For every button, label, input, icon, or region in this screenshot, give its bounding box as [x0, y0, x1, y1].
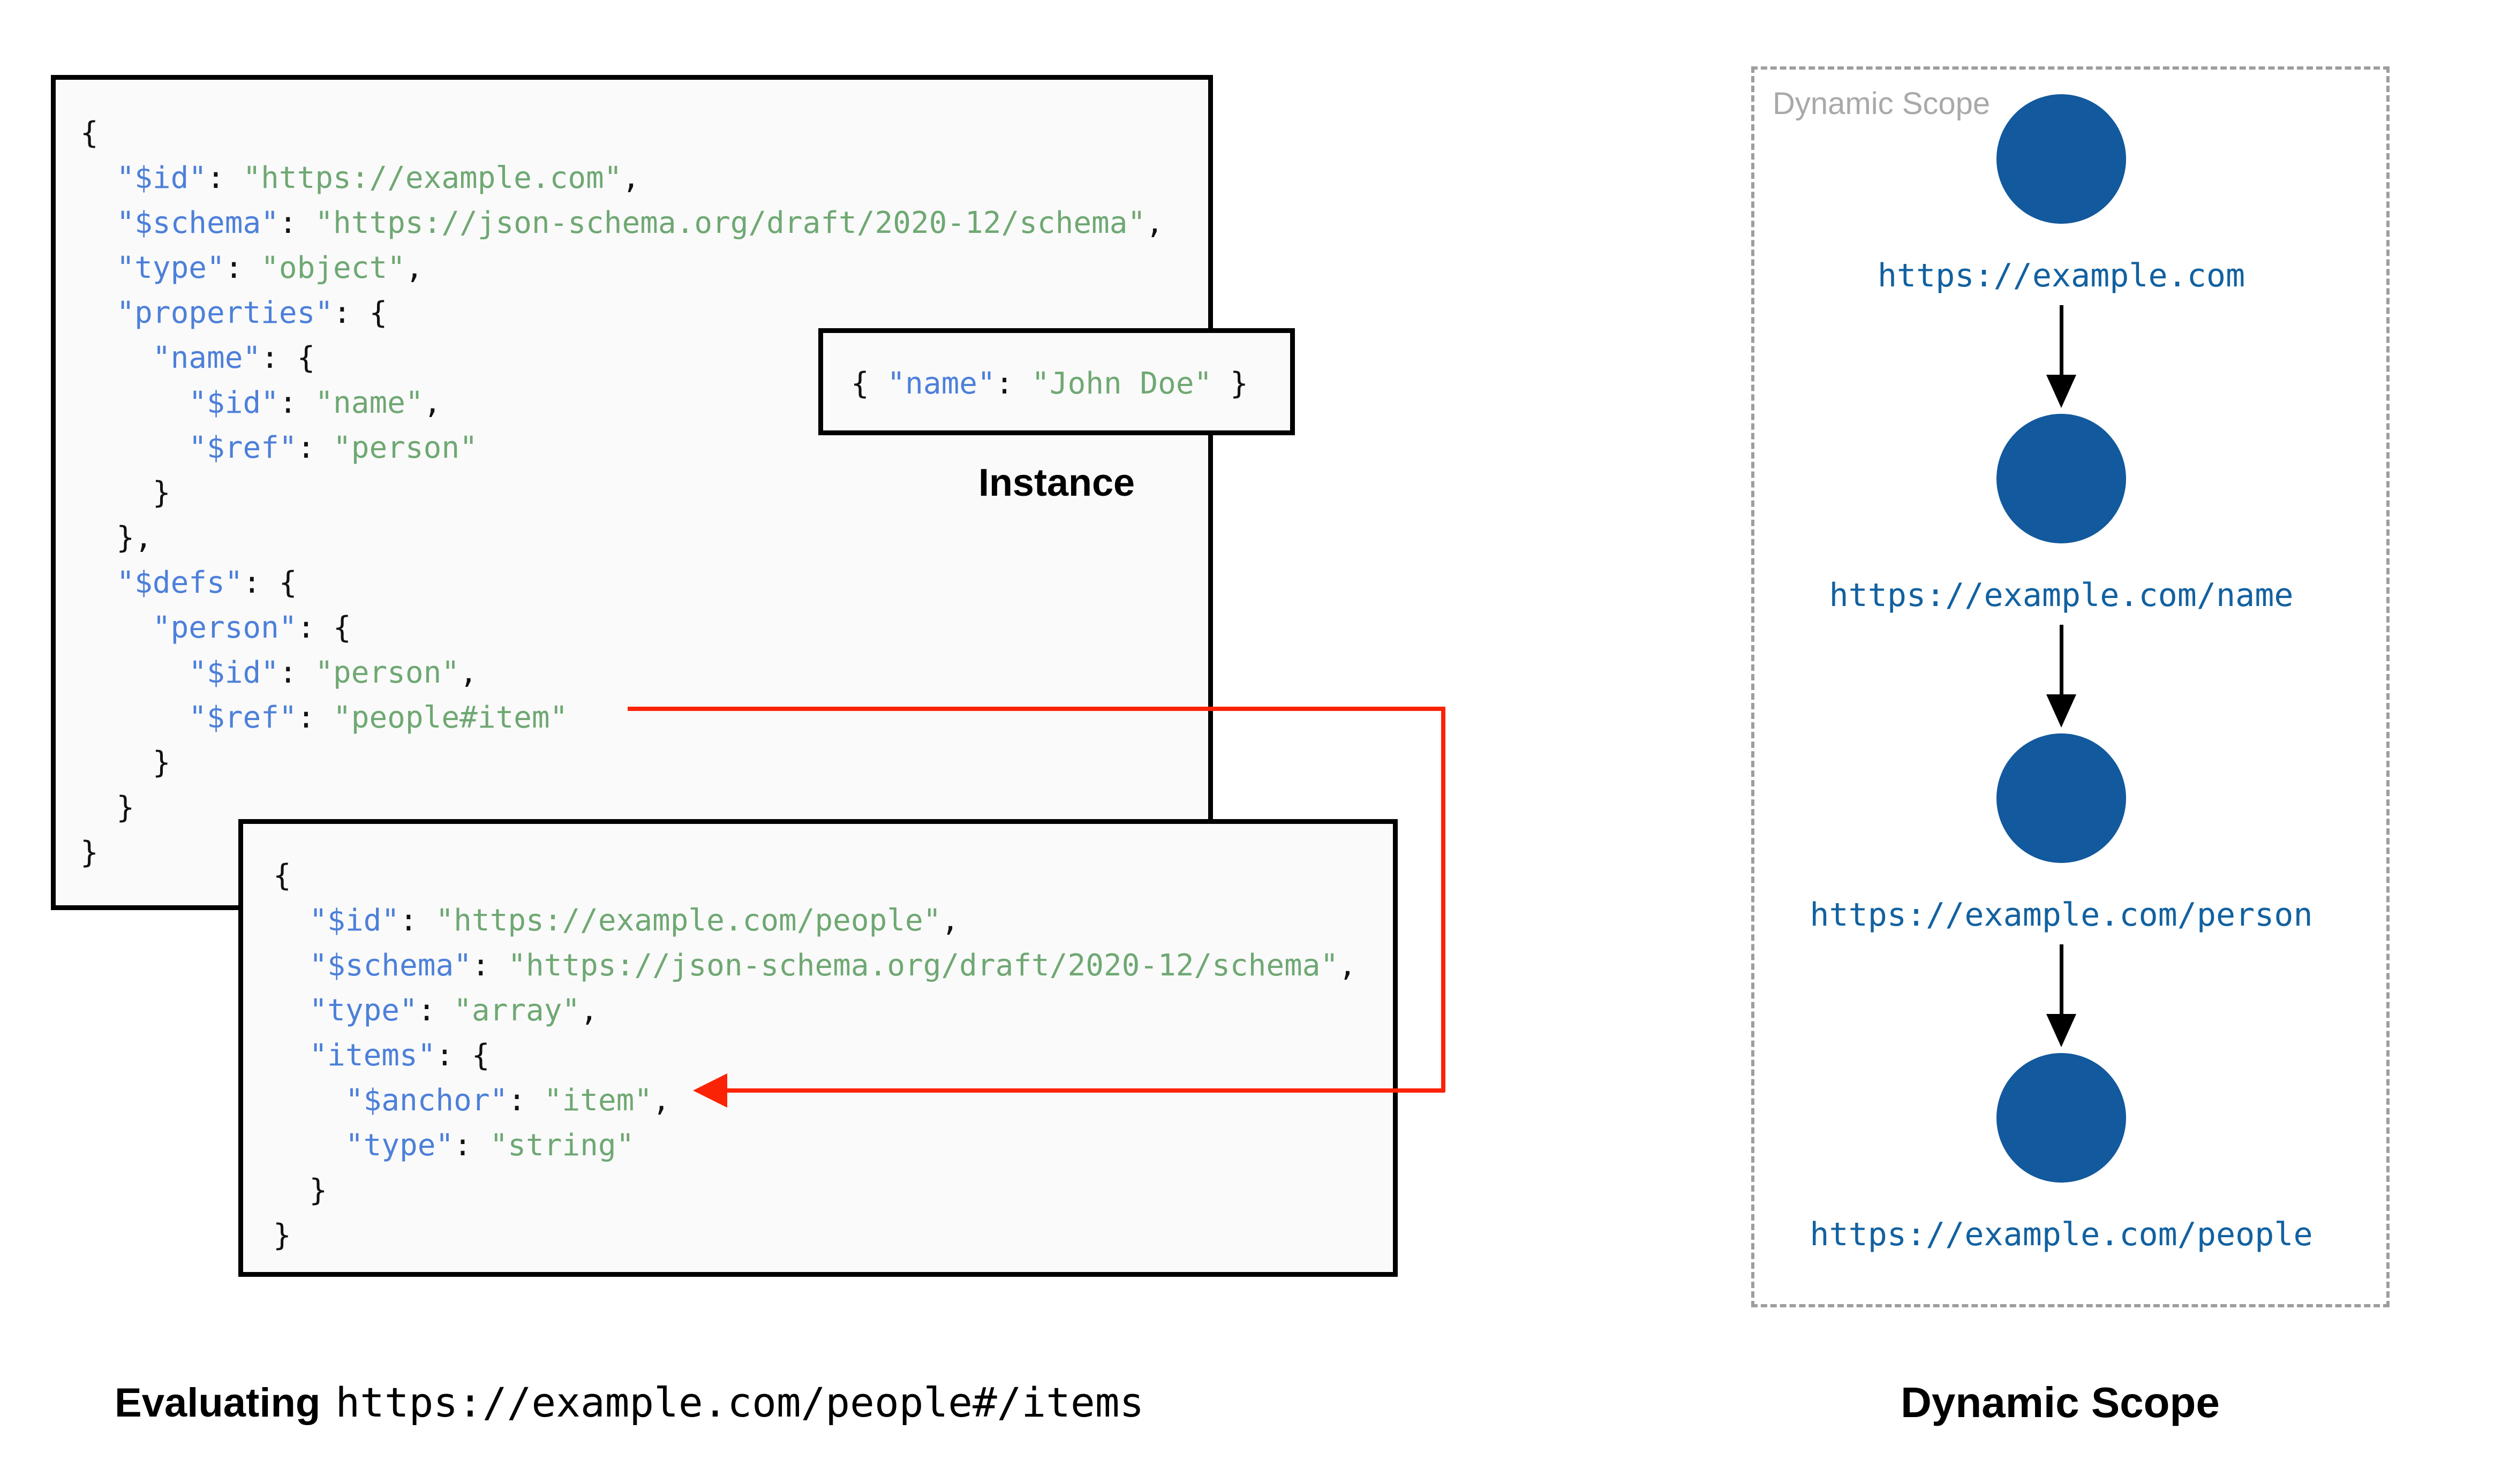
arrow-down-icon	[2046, 1014, 2076, 1047]
ref-arrow-segment-bottom	[724, 1088, 1445, 1093]
scope-node-circle-2	[1996, 414, 2126, 543]
dynamic-scope-panel	[1751, 66, 2390, 1307]
ref-arrow-segment-top	[628, 707, 1445, 711]
instance-box: { "name": "John Doe" }	[818, 328, 1295, 435]
schema-root-code: { "$id": "https://example.com", "$schema…	[80, 116, 1164, 870]
ref-arrowhead-icon	[693, 1073, 727, 1108]
arrow-down-icon	[2046, 375, 2076, 408]
evaluating-caption: Evaluating https://example.com/people#/i…	[115, 1376, 1144, 1430]
dynamic-scope-caption: Dynamic Scope	[1901, 1379, 2220, 1426]
arrow-line	[2060, 944, 2063, 1014]
scope-node-url-4: https://example.com/people	[1810, 1216, 2313, 1253]
schema-people-code: { "$id": "https://example.com/people", "…	[273, 858, 1357, 1253]
dynamic-scope-watermark: Dynamic Scope	[1773, 86, 1991, 121]
arrow-line	[2060, 305, 2063, 375]
scope-node-url-3: https://example.com/person	[1810, 896, 2313, 934]
arrow-line	[2060, 625, 2063, 694]
ref-arrow-segment-vertical	[1441, 707, 1445, 1092]
scope-node-url-1: https://example.com	[1877, 257, 2245, 294]
scope-node-circle-3	[1996, 733, 2126, 863]
evaluating-uri: https://example.com/people#/items	[335, 1379, 1144, 1426]
instance-label: Instance	[978, 461, 1135, 504]
evaluating-label: Evaluating	[115, 1380, 321, 1426]
instance-code: { "name": "John Doe" }	[851, 366, 1248, 401]
scope-node-circle-1	[1996, 94, 2126, 224]
schema-people-box: { "$id": "https://example.com/people", "…	[238, 819, 1398, 1277]
schema-root-box: { "$id": "https://example.com", "$schema…	[51, 75, 1213, 910]
scope-node-circle-4	[1996, 1053, 2126, 1183]
scope-node-url-2: https://example.com/name	[1829, 577, 2294, 614]
arrow-down-icon	[2046, 694, 2076, 728]
